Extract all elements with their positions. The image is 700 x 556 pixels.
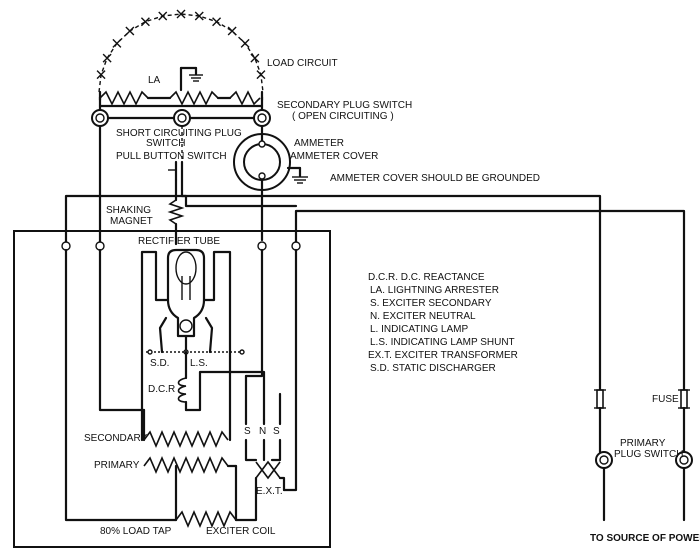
lightning-arrester-label: LA xyxy=(148,75,161,86)
arrester-zigzag xyxy=(169,90,219,106)
fuses xyxy=(594,389,690,454)
source-of-power-label: TO SOURCE OF POWER xyxy=(590,533,700,544)
ammeter-cover-label: AMMETER COVER xyxy=(290,151,378,162)
secondary-label: SECONDARY xyxy=(84,433,147,444)
dcr-label: D.C.R xyxy=(148,384,175,395)
series-lamp-icon xyxy=(194,11,204,21)
ext-label: E.X.T. xyxy=(256,486,283,497)
series-lamp-icon xyxy=(250,53,260,63)
exciter-s2-label: S xyxy=(273,426,280,437)
lightning-arrester-bar xyxy=(98,66,264,120)
ammeter-label: AMMETER xyxy=(294,138,344,149)
sd-label: S.D. xyxy=(150,358,169,369)
exciter-n-label: N xyxy=(259,426,266,437)
rectifier-cabinet xyxy=(13,230,331,548)
dc-reactance xyxy=(177,350,266,422)
load-tap-label: 80% LOAD TAP xyxy=(100,526,172,537)
right-reactance-zigzag xyxy=(229,90,261,106)
legend-item: L. INDICATING LAMP xyxy=(370,324,468,335)
series-lamp-icon xyxy=(240,38,250,48)
shaking-label: SHAKING xyxy=(106,205,151,216)
legend-item: N. EXCITER NEUTRAL xyxy=(370,311,476,322)
short-circuiting-switch-label: SWITCH xyxy=(146,138,185,149)
left-reactance-zigzag xyxy=(99,90,149,106)
series-lamp-icon xyxy=(112,38,122,48)
magnet-label: MAGNET xyxy=(110,216,153,227)
legend-item: D.C.R. D.C. REACTANCE xyxy=(368,272,485,283)
legend-item: S. EXCITER SECONDARY xyxy=(370,298,492,309)
exciter-coil-label: EXCITER COIL xyxy=(206,526,276,537)
legend-item: LA. LIGHTNING ARRESTER xyxy=(370,285,499,296)
fuse-label: FUSE xyxy=(652,394,679,405)
main-wiring xyxy=(61,124,686,522)
pull-button-switch-label: PULL BUTTON SWITCH xyxy=(116,151,227,162)
rectifier-tube-label: RECTIFIER TUBE xyxy=(138,236,220,247)
legend: D.C.R. D.C. REACTANCE LA. LIGHTNING ARRE… xyxy=(368,272,518,374)
ammeter xyxy=(233,124,308,242)
primary-plug-switch xyxy=(595,451,693,522)
legend-item: S.D. STATIC DISCHARGER xyxy=(370,363,496,374)
fuse-left xyxy=(596,389,604,409)
series-lamp-icon xyxy=(158,11,168,21)
legend-item: EX.T. EXCITER TRANSFORMER xyxy=(368,350,518,361)
rectifier-tube xyxy=(140,248,232,442)
secondary-plug-switch xyxy=(91,109,271,127)
short-circuiting-plug-label: SHORT CIRCUITING PLUG xyxy=(116,128,242,139)
series-lamp-icon xyxy=(102,53,112,63)
legend-item: L.S. INDICATING LAMP SHUNT xyxy=(370,337,515,348)
exciter-transformer xyxy=(234,374,286,522)
open-circuiting-label: ( OPEN CIRCUITING ) xyxy=(292,111,394,122)
primary-plug-switch-label-2: PLUG SWITCH xyxy=(614,449,683,460)
shaking-magnet xyxy=(167,178,185,246)
series-lamp-icon xyxy=(96,70,106,80)
series-lamp-icon xyxy=(125,26,135,36)
series-lamp-icon xyxy=(176,9,186,19)
series-lamp-icon xyxy=(227,26,237,36)
load-circuit-label: LOAD CIRCUIT xyxy=(267,58,338,69)
series-lamp-icon xyxy=(256,70,266,80)
primary-plug-switch-label-1: PRIMARY xyxy=(620,438,666,449)
ammeter-grounded-note: AMMETER COVER SHOULD BE GROUNDED xyxy=(330,173,540,184)
primary-label: PRIMARY xyxy=(94,460,140,471)
series-lamp-icon xyxy=(212,17,222,27)
primary-winding xyxy=(143,455,238,522)
pull-button-switch xyxy=(168,160,184,198)
exciter-s-label: S xyxy=(244,426,251,437)
secondary-winding xyxy=(142,408,229,449)
load-circuit-lamps xyxy=(96,9,266,93)
secondary-plug-switch-label: SECONDARY PLUG SWITCH xyxy=(277,100,412,111)
fuse-right xyxy=(680,389,688,409)
exciter-coil xyxy=(175,509,237,529)
ls-label: L.S. xyxy=(190,358,208,369)
series-lamp-icon xyxy=(140,17,150,27)
